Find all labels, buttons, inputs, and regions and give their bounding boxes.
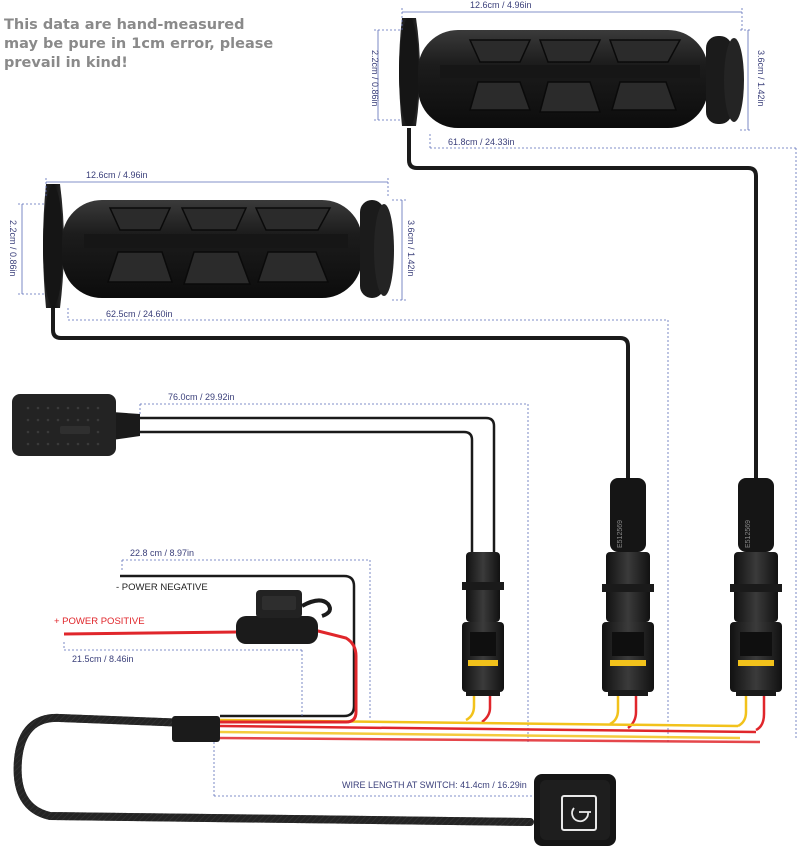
grip-top-outer-diameter: 3.6cm / 1.42in — [756, 50, 766, 107]
grip-bottom-length: 12.6cm / 4.96in — [86, 170, 148, 180]
switch-cable — [13, 713, 534, 826]
switch-dimensions: WIRE LENGTH AT SWITCH: 41.4cm / 16.29in — [213, 742, 540, 797]
power-switch — [534, 774, 616, 846]
grip-bottom — [43, 184, 630, 480]
grip-top-connector: E512569 — [730, 478, 782, 732]
power-positive-wire-length: 21.5cm / 8.46in — [72, 654, 134, 664]
connector-marking-bottom: E512569 — [617, 520, 624, 548]
measurement-note: This data are hand-measured may be pure … — [4, 17, 274, 71]
grip-top-inner-diameter: 2.2cm / 0.86in — [370, 50, 380, 107]
grip-bottom-outer-diameter: 3.6cm / 1.42in — [406, 220, 416, 277]
power-negative-wire-length: 22.8 cm / 8.97in — [130, 548, 194, 558]
switch-wire-length: WIRE LENGTH AT SWITCH: 41.4cm / 16.29in — [342, 780, 527, 790]
power-negative-label: - POWER NEGATIVE — [116, 582, 208, 593]
power-icon — [571, 807, 591, 823]
power-leads — [63, 574, 358, 724]
grip-top-dimensions: 12.6cm / 4.96in 2.2cm / 0.86in 3.6cm / 1… — [370, 0, 797, 740]
temperature-sensor — [12, 394, 496, 556]
grip-bottom-wire-length: 62.5cm / 24.60in — [106, 309, 173, 319]
grip-bottom-connector: E512569 — [602, 478, 654, 729]
sensor-connector — [462, 552, 504, 723]
grip-bottom-dimensions: 12.6cm / 4.96in 2.2cm / 0.86in 3.6cm / 1… — [8, 170, 669, 742]
power-dimensions: 22.8 cm / 8.97in - POWER NEGATIVE + POWE… — [54, 548, 371, 720]
grip-top — [399, 18, 758, 480]
grip-bottom-inner-diameter: 2.2cm / 0.86in — [8, 220, 18, 277]
sensor-dimensions: 76.0cm / 29.92in — [139, 392, 529, 742]
power-positive-label: + POWER POSITIVE — [54, 616, 145, 627]
grip-top-wire-length: 61.8cm / 24.33in — [448, 137, 515, 147]
sensor-wire-length: 76.0cm / 29.92in — [168, 392, 235, 402]
connector-marking-top: E512569 — [745, 520, 752, 548]
grip-top-length: 12.6cm / 4.96in — [470, 0, 532, 10]
